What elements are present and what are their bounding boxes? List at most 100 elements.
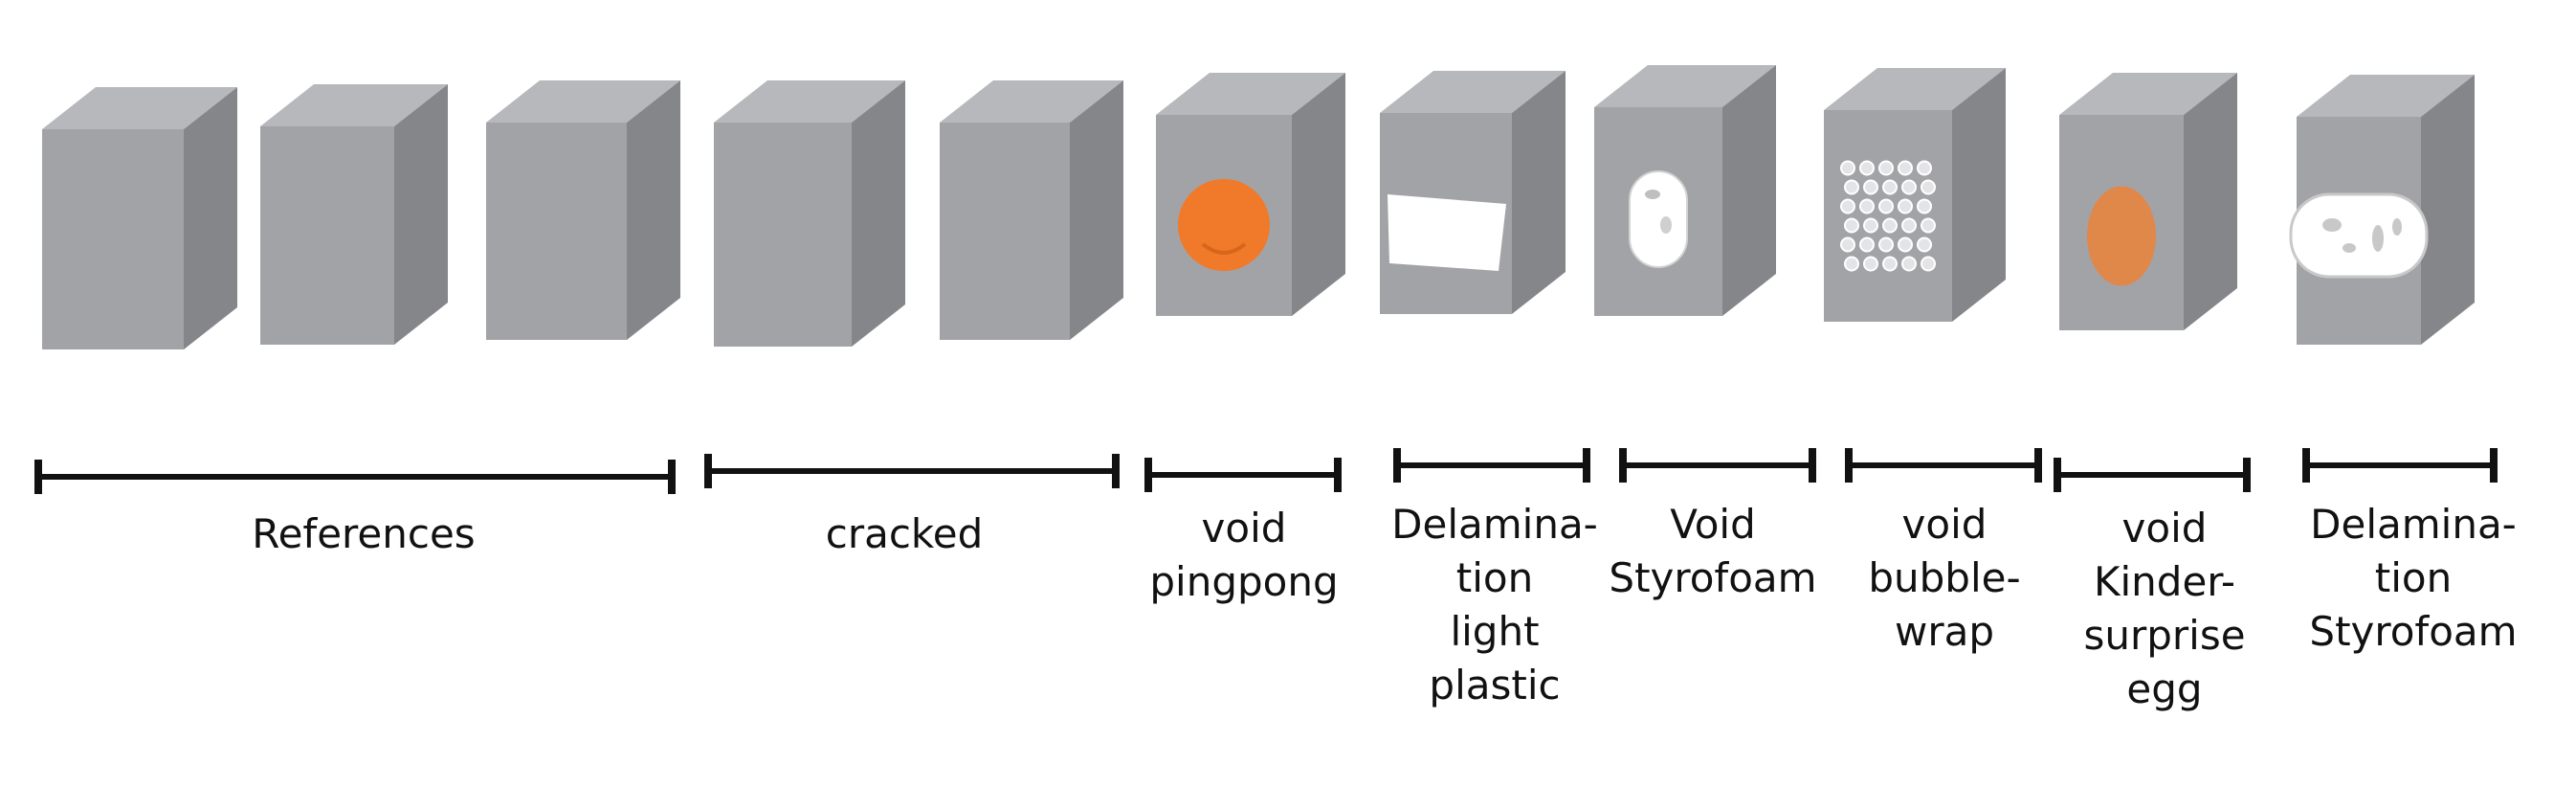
specimen-cube [486,80,680,340]
cube-top-face [260,84,448,126]
group-label-line: void [1202,505,1287,551]
bubble-wrap-bubble [1921,256,1936,272]
cube-side-face [627,80,680,340]
styrofoam-texture [2372,225,2384,252]
bubble-wrap-bubble [1901,217,1917,234]
specimen-cube [260,84,448,345]
group-label-line: Styrofoam [1609,554,1816,601]
cube-top-face [1824,68,2006,110]
cube-front-face [260,126,394,345]
specimen-cube [42,87,237,349]
cube-top-face [42,87,237,129]
styrofoam-piece-inclusion [1629,170,1688,268]
bubble-wrap-bubble [1882,256,1898,272]
group-label-line: pingpong [1149,558,1338,605]
cube-front-face [940,123,1070,340]
group-label-line: Delamina- [1391,501,1598,548]
group-label-line: plastic [1429,662,1560,709]
cube-top-face [2059,73,2237,115]
group-label: References [252,510,475,557]
specimen-cube [1594,65,1776,316]
group-label-line: References [252,510,475,557]
group-label-line: void [1902,501,1988,548]
group-label-line: Kinder- [2094,558,2235,605]
bubble-wrap-bubble [1878,198,1894,214]
cube-side-face [1952,68,2006,322]
specimen-cube [940,80,1123,340]
bubble-wrap-bubble [1840,198,1855,214]
cube-top-face [1380,71,1566,113]
group-label-line: tion [2375,554,2452,601]
cube-side-face [1722,65,1776,316]
bubble-wrap-bubble [1844,256,1859,272]
cube-top-face [714,80,905,123]
group-bracket [1144,458,1342,492]
specimen-cube [2289,75,2475,345]
specimen-cube [1156,73,1345,316]
bubble-wrap-bubble [1878,236,1894,253]
styrofoam-texture [2392,218,2402,236]
bubble-wrap-bubble [1921,217,1936,234]
group-label: void pingpong [1149,505,1338,605]
bubble-wrap-bubble [1863,179,1878,195]
cube-top-face [2297,75,2475,117]
bubble-wrap-bubble [1898,160,1913,176]
pingpong-ball-shading [1201,242,1247,255]
cube-front-face [42,129,184,349]
group-bracket [1845,448,2042,483]
group-brackets [34,448,2498,494]
bubble-wrap-bubble [1840,236,1855,253]
bubble-wrap-bubble [1844,179,1859,195]
group-label-line: tion [1456,554,1533,601]
bubble-wrap-bubble [1901,179,1917,195]
cube-front-face [486,123,627,340]
bubble-wrap-bubble [1917,236,1932,253]
styrofoam-texture [1660,216,1672,234]
plastic-sheet-inclusion [1388,194,1506,271]
group-label-line: cracked [826,510,984,557]
group-label-line: bubble- [1868,554,2020,601]
cube-side-face [184,87,237,349]
group-label-line: Void [1670,501,1756,548]
bubble-wrap-bubble [1882,217,1898,234]
cube-top-face [940,80,1123,123]
specimen-cube [1824,68,2006,322]
bubble-wrap-bubble [1921,179,1936,195]
bubble-wrap-bubble [1898,236,1913,253]
group-bracket [1393,448,1590,483]
kinder-egg-inclusion [2087,186,2156,286]
group-labels: References cracked void pingpong Delamina-ti… [252,501,2517,712]
group-bracket [2302,448,2498,483]
specimen-cube [2059,73,2237,330]
group-label-line: Delamina- [2310,501,2517,548]
styrofoam-texture [2343,243,2356,253]
cube-front-face [714,123,852,347]
group-bracket [34,460,676,494]
specimen-cube [1380,71,1566,314]
bubble-wrap-bubble [1898,198,1913,214]
group-label: cracked [826,510,984,557]
bubble-wrap-bubble [1917,160,1932,176]
cube-top-face [1156,73,1345,115]
cube-top-face [1594,65,1776,107]
pingpong-ball-inclusion [1178,179,1270,271]
group-label-line: void [2122,505,2208,551]
group-label-line: Styrofoam [2309,608,2517,655]
cube-top-face [486,80,680,123]
bubble-wrap-bubble [1882,179,1898,195]
group-bracket [2054,458,2251,492]
bubble-wrap-bubble [1878,160,1894,176]
group-label-line: wrap [1895,608,1994,655]
group-bracket [704,454,1120,488]
cube-side-face [394,84,448,345]
cube-side-face [852,80,905,347]
group-label-line: surprise [2083,612,2245,659]
cube-front-face [1824,110,1952,322]
styrofoam-texture [1645,190,1660,199]
specimen-cubes [42,65,2475,349]
bubble-wrap-bubble [1863,217,1878,234]
bubble-wrap-bubble [1859,198,1875,214]
